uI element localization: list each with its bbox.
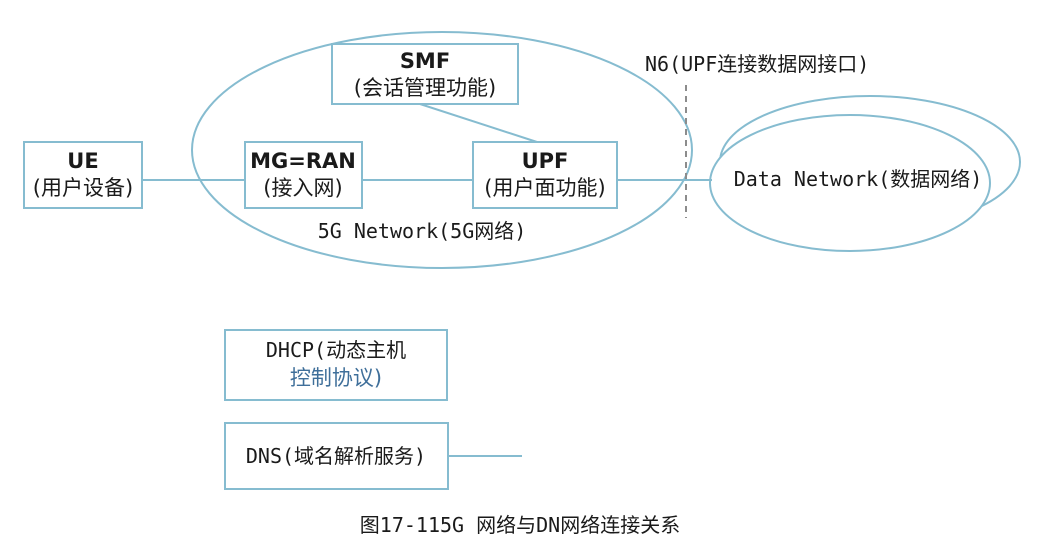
ue-name: UE (67, 149, 98, 173)
upf-name: UPF (522, 149, 569, 173)
dhcp-box (224, 329, 448, 401)
data-network-label: Data Network(数据网络) (734, 167, 983, 191)
ran-name: MG=RAN (250, 149, 356, 173)
5g-network-label: 5G Network(5G网络) (318, 219, 527, 243)
smf-desc: (会话管理功能) (354, 76, 496, 100)
dhcp-line1: DHCP(动态主机 (266, 338, 406, 362)
smf-upf-link (419, 103, 538, 143)
upf-desc: (用户面功能) (484, 176, 605, 200)
ue-desc: (用户设备) (33, 176, 133, 200)
upf-box (472, 141, 618, 209)
ran-desc: (接入网) (263, 176, 342, 200)
figure-caption: 图17-115G 网络与DN网络连接关系 (360, 513, 680, 537)
smf-box (331, 43, 519, 105)
dns-box (224, 422, 449, 490)
5g-network-ellipse (191, 31, 693, 269)
dhcp-line2: 控制协议) (290, 366, 382, 390)
dns-label: DNS(域名解析服务) (246, 444, 426, 468)
n6-label: N6(UPF连接数据网接口) (645, 52, 869, 76)
smf-name: SMF (400, 49, 450, 73)
ue-box (23, 141, 143, 209)
data-network-ellipse-front (709, 114, 991, 252)
ran-box (244, 141, 363, 209)
